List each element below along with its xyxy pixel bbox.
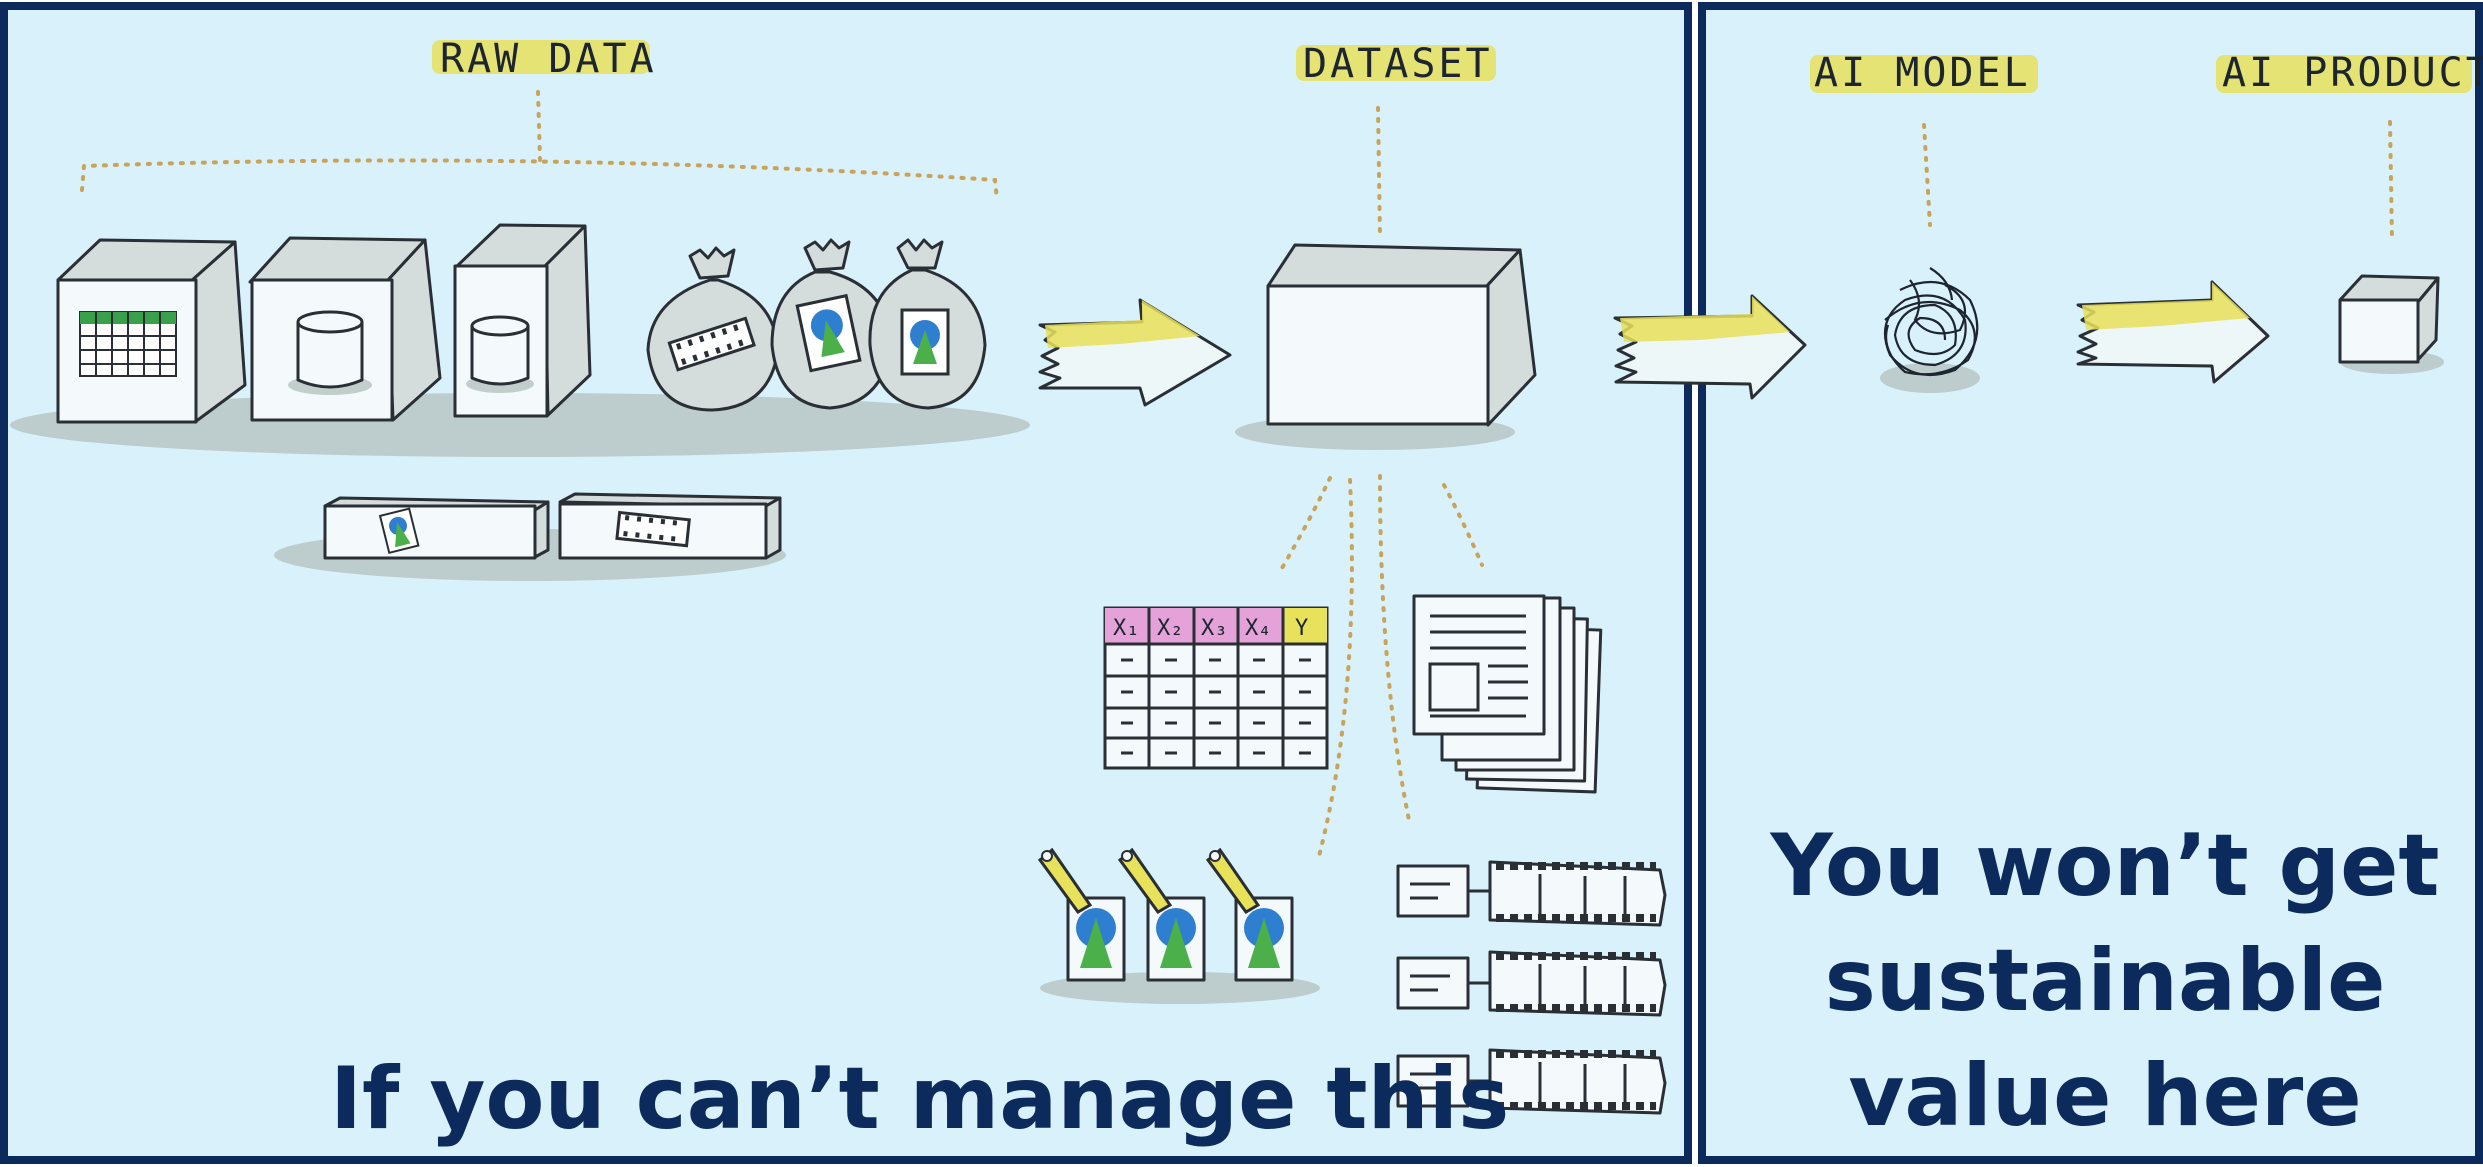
video-strip-icon [1396, 950, 1667, 1017]
tabular-data-table: X₁ X₂ X₃ X₄ Y [1103, 606, 1329, 770]
product-cube-icon [2338, 274, 2440, 364]
right-panel [1698, 2, 2483, 1164]
bag-icon [646, 246, 780, 412]
ai-model-label: AI MODEL [1814, 50, 2031, 96]
right-caption-line3: value here [1848, 1046, 2361, 1146]
scribble-icon [1883, 267, 1979, 377]
box-icon [453, 223, 592, 418]
box-icon [248, 236, 442, 422]
ai-product-connector [2388, 120, 2394, 242]
table-header-x4: X₄ [1245, 616, 1272, 641]
table-header-x1: X₁ [1113, 616, 1140, 641]
dataset-connector [1376, 106, 1382, 240]
bag-icon [770, 238, 894, 410]
raw-data-label: RAW DATA [440, 36, 657, 82]
bag-icon [868, 238, 987, 410]
table-header-x2: X₂ [1157, 616, 1184, 641]
labeled-image-icon [1037, 847, 1126, 982]
raw-data-bracket [80, 90, 999, 202]
ai-product-label: AI PRODUCT [2222, 50, 2483, 96]
arrow-icon [2076, 280, 2270, 384]
labeled-image-icon [1117, 847, 1206, 982]
dataset-label: DATASET [1303, 41, 1493, 87]
right-caption-line2: sustainable [1825, 931, 2386, 1031]
table-header-y: Y [1295, 616, 1308, 641]
video-strip-icon [1396, 1048, 1667, 1115]
table-header-x3: X₃ [1201, 616, 1228, 641]
dataset-fan [1280, 474, 1484, 862]
dataset-box-icon [1266, 243, 1537, 427]
document-stack-icon [1412, 594, 1603, 794]
left-caption: If you can’t manage this [330, 1049, 1509, 1149]
arrow-icon [1613, 294, 1807, 400]
labeled-image-icon [1205, 847, 1294, 982]
box-icon [558, 492, 782, 560]
box-icon [56, 238, 247, 424]
video-strip-icon [1396, 860, 1667, 927]
arrow-icon [1038, 298, 1232, 407]
box-icon [323, 496, 550, 560]
right-caption-line1: You won’t get [1769, 816, 2439, 916]
